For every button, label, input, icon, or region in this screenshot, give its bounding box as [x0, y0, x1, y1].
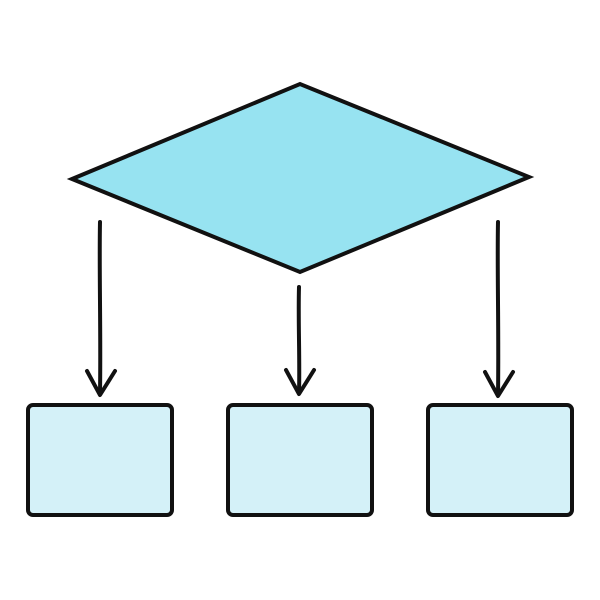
arrow-line-left — [97, 220, 103, 396]
center-box-node[interactable] — [226, 403, 374, 517]
arrowhead-center — [284, 368, 316, 396]
left-box-shape — [26, 403, 174, 517]
arrow-to-right-box — [483, 220, 515, 398]
decision-diamond-shape — [66, 81, 535, 275]
arrow-line-center — [296, 285, 302, 395]
decision-node[interactable] — [66, 81, 535, 275]
center-box-shape — [226, 403, 374, 517]
arrowhead-right — [483, 370, 515, 398]
arrowhead-left — [85, 369, 117, 397]
arrow-line-right — [495, 220, 501, 397]
left-box-node[interactable] — [26, 403, 174, 517]
arrow-to-left-box — [85, 220, 117, 397]
right-box-shape — [426, 403, 574, 517]
arrow-to-center-box — [284, 285, 316, 396]
right-box-node[interactable] — [426, 403, 574, 517]
